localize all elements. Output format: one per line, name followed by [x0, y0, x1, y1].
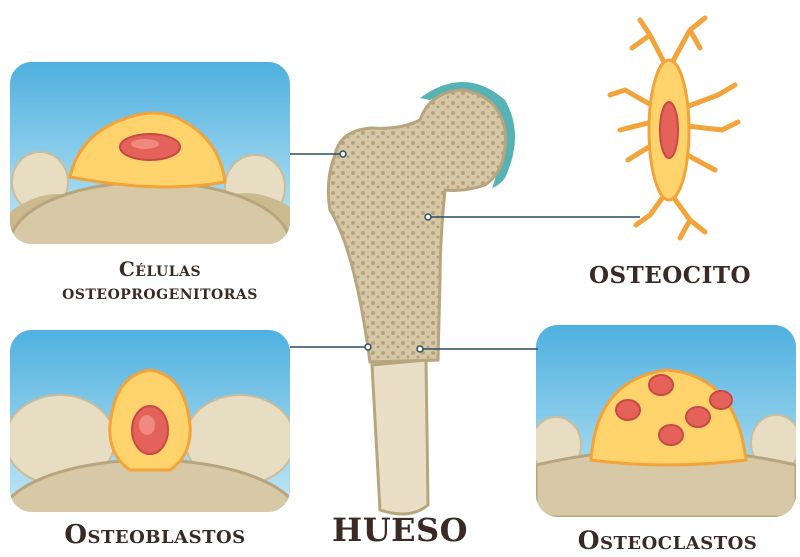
cartilage-cap — [420, 82, 515, 188]
bone-epiphysis — [328, 90, 505, 362]
progenitor-cells-panel — [10, 62, 290, 244]
osteoblasts-illustration — [10, 330, 290, 512]
progenitor-label-line2: osteoprogenitoras — [40, 281, 280, 304]
progenitor-cells-label: Células osteoprogenitoras — [40, 258, 280, 304]
osteoblasts-label: Osteoblastos — [30, 521, 280, 551]
osteoclasts-illustration — [536, 325, 796, 517]
osteoblasts-panel — [10, 330, 290, 512]
bone-label: HUESO — [330, 512, 470, 549]
progenitor-cells-illustration — [10, 62, 290, 244]
osteoclasts-panel — [536, 325, 796, 517]
bone-shaft — [372, 360, 428, 514]
osteocyte-label: OSTEOCITO — [570, 263, 770, 289]
progenitor-label-line1: Células — [40, 258, 280, 281]
osteoclasts-label: Osteoclastos — [540, 527, 795, 556]
osteocyte-cell — [649, 60, 689, 200]
